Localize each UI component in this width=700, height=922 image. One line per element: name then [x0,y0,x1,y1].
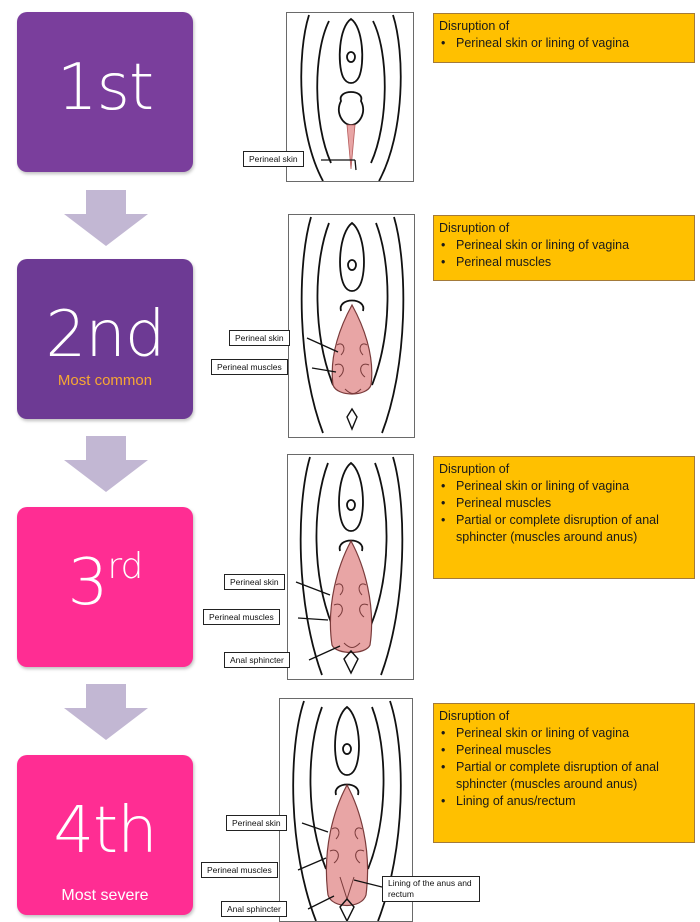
degree-subtitle-most-common: Most common [17,372,193,390]
degree-number: 3 [68,546,108,620]
down-arrow-icon [64,436,148,492]
anatomy-diagram-2nd [288,214,415,438]
info-item: Perineal skin or lining of vagina [439,478,688,495]
callout-perineal-skin: Perineal skin [229,330,290,346]
info-item: Lining of anus/rectum [439,793,688,810]
info-item: Perineal skin or lining of vagina [439,35,688,52]
down-arrow-icon [64,684,148,740]
callout-perineal-skin: Perineal skin [224,574,285,590]
info-list: Perineal skin or lining of vagina Perine… [439,237,688,271]
info-list: Perineal skin or lining of vagina Perine… [439,725,688,810]
degree-suffix: rd [107,546,142,587]
info-item: Partial or complete disruption of anal s… [439,759,688,793]
info-heading: Disruption of [439,708,688,725]
degree-label: 2nd [17,295,193,375]
degree-box-3rd: 3rd [17,507,193,667]
degree-box-2nd: 2nd Most common [17,259,193,419]
degree-box-4th: 4th Most severe [17,755,193,915]
callout-lining-anus-rectum: Lining of the anus and rectum [382,876,480,902]
callout-anal-sphincter: Anal sphincter [224,652,290,668]
info-heading: Disruption of [439,18,688,35]
info-item: Perineal muscles [439,254,688,271]
callout-perineal-skin: Perineal skin [243,151,304,167]
degree-subtitle-most-severe: Most severe [17,887,193,905]
degree-label: 4th [17,791,193,871]
callout-anal-sphincter: Anal sphincter [221,901,287,917]
callout-perineal-muscles: Perineal muscles [203,609,280,625]
info-item: Partial or complete disruption of anal s… [439,512,688,546]
info-item: Perineal skin or lining of vagina [439,237,688,254]
info-heading: Disruption of [439,461,688,478]
degree-label: 3rd [17,543,193,623]
info-list: Perineal skin or lining of vagina Perine… [439,478,688,546]
info-box-3rd: Disruption of Perineal skin or lining of… [433,456,695,579]
info-list: Perineal skin or lining of vagina [439,35,688,52]
info-box-1st: Disruption of Perineal skin or lining of… [433,13,695,63]
anatomy-diagram-1st [286,12,414,182]
callout-perineal-muscles: Perineal muscles [211,359,288,375]
down-arrow-icon [64,190,148,246]
info-heading: Disruption of [439,220,688,237]
anatomy-diagram-3rd [287,454,414,680]
info-box-4th: Disruption of Perineal skin or lining of… [433,703,695,843]
info-item: Perineal muscles [439,495,688,512]
callout-perineal-skin: Perineal skin [226,815,287,831]
info-box-2nd: Disruption of Perineal skin or lining of… [433,215,695,281]
info-item: Perineal muscles [439,742,688,759]
degree-box-1st: 1st [17,12,193,172]
callout-perineal-muscles: Perineal muscles [201,862,278,878]
degree-label: 1st [17,48,193,128]
info-item: Perineal skin or lining of vagina [439,725,688,742]
